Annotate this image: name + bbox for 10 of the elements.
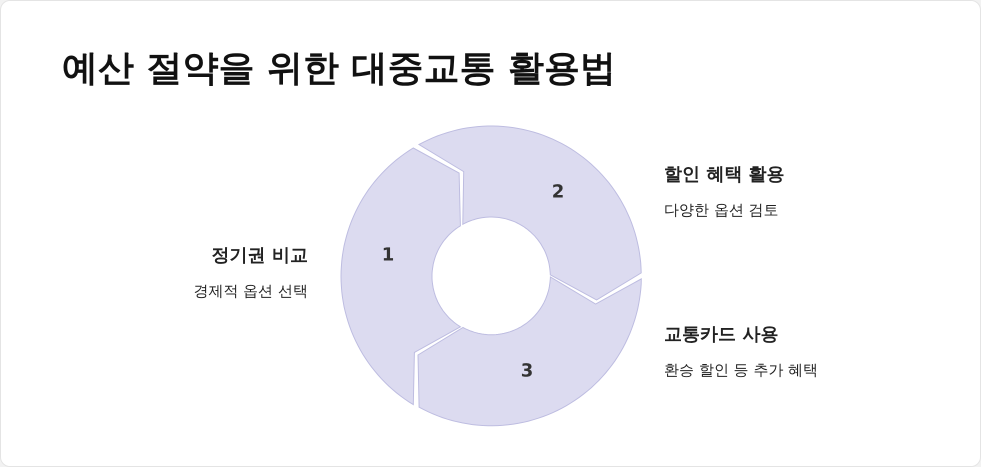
- step-heading: 할인 혜택 활용: [664, 163, 785, 186]
- step-number: 1: [382, 244, 394, 266]
- title: 예산 절약을 위한 대중교통 활용법: [62, 47, 616, 91]
- step-description: 다양한 옵션 검토: [664, 201, 779, 220]
- step-number: 2: [552, 181, 564, 202]
- step-heading: 정기권 비교: [212, 244, 308, 267]
- step-heading: 교통카드 사용: [664, 323, 778, 346]
- step-description: 환승 할인 등 추가 혜택: [664, 361, 818, 380]
- step-number: 3: [520, 360, 534, 382]
- step-description: 경제적 옵션 선택: [193, 282, 308, 301]
